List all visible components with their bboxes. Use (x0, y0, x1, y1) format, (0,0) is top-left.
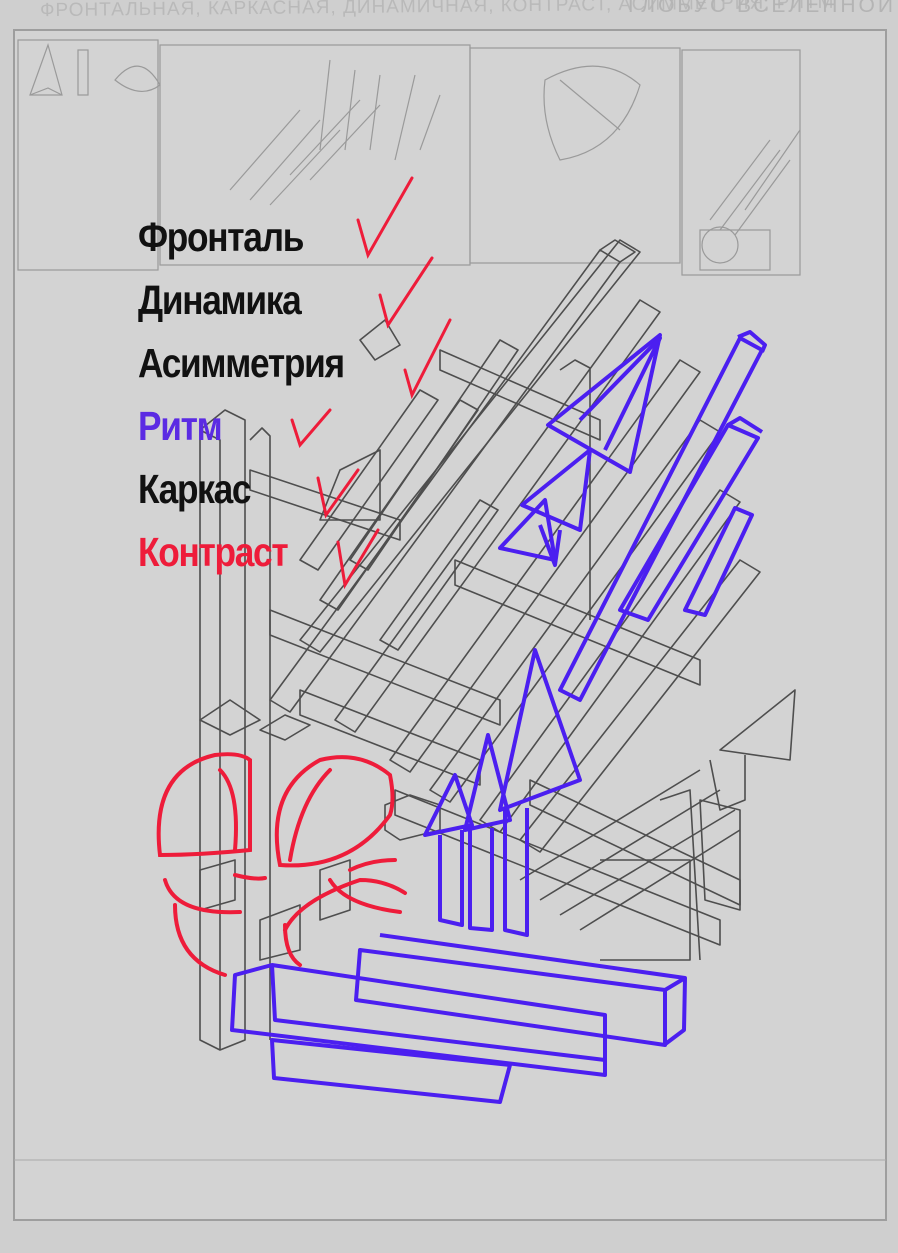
check-marks (290, 176, 452, 590)
check-icon (336, 528, 380, 590)
legend-item-frame: Каркас (138, 466, 252, 512)
legend-item-dynamics: Динамика (138, 277, 302, 323)
check-icon (290, 408, 332, 449)
principles-legend: Фронталь Динамика Асимметрия Ритм Каркас… (138, 206, 377, 584)
sheet-header-right: ГЛОБУС ВСЕЛЕННОЙ (628, 0, 896, 17)
legend-item-rhythm: Ритм (138, 403, 223, 449)
check-icon (403, 318, 452, 400)
legend-item-frontal: Фронталь (138, 214, 304, 260)
check-icon (378, 256, 434, 329)
contrast-domes (156, 752, 407, 977)
thumbnail-sketches (17, 39, 801, 276)
legend-item-contrast: Контраст (138, 529, 289, 575)
check-icon (316, 468, 360, 519)
pencil-beams (199, 239, 796, 1051)
check-icon (356, 176, 414, 259)
rhythm-accents (230, 330, 767, 1104)
legend-item-asymmetry: Асимметрия (138, 340, 345, 386)
